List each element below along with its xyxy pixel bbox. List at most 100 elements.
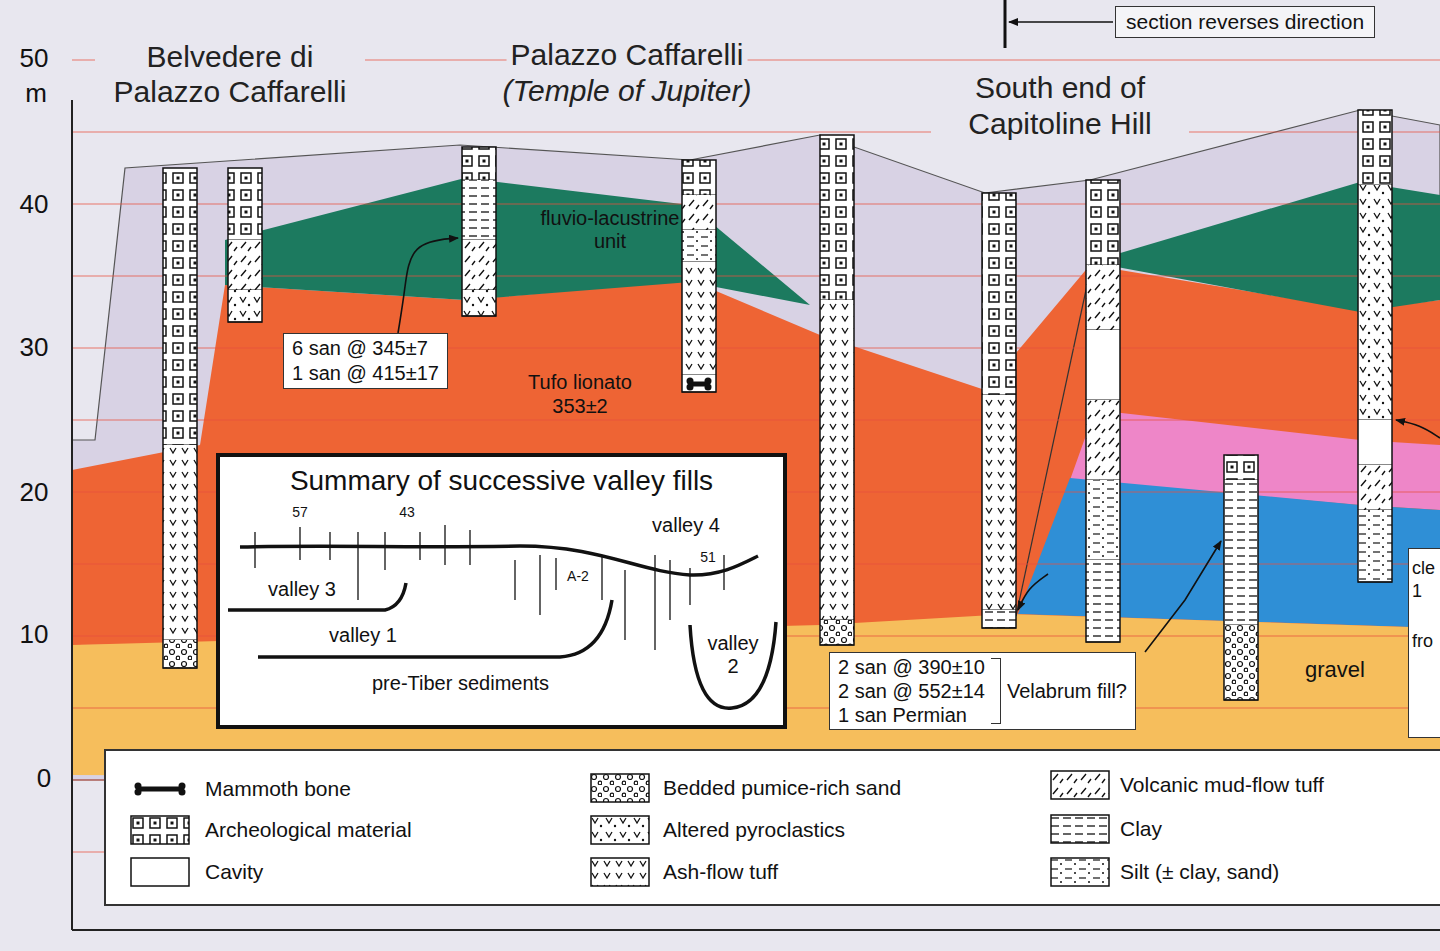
unit-label: gravel bbox=[1305, 657, 1365, 682]
legend-text: Mammoth bone bbox=[205, 777, 351, 801]
grid-line bbox=[72, 203, 1440, 204]
lithology-fill bbox=[982, 395, 1016, 610]
borehole-outline bbox=[982, 193, 1016, 628]
sample-tick bbox=[514, 560, 515, 600]
box-text: 2 san @ 552±14 bbox=[838, 679, 985, 703]
borehole-outline bbox=[462, 147, 496, 316]
strata bbox=[72, 110, 1440, 780]
lithology-fill bbox=[1358, 185, 1392, 420]
section-arrow bbox=[1009, 21, 1113, 23]
circle-part bbox=[179, 783, 186, 790]
rect-part bbox=[591, 816, 649, 844]
borehole-column bbox=[682, 160, 716, 392]
circle-part bbox=[179, 789, 186, 796]
borehole-segment bbox=[462, 290, 496, 316]
sample-tick bbox=[299, 527, 300, 560]
legend-entry: Mammoth bone bbox=[130, 774, 351, 804]
borehole-column bbox=[1224, 455, 1258, 700]
legend-swatch bbox=[1050, 857, 1110, 887]
borehole-segment bbox=[982, 395, 1016, 610]
box-text: cle bbox=[1412, 557, 1439, 580]
mammoth-bone bbox=[135, 783, 186, 796]
borehole-segment bbox=[982, 610, 1016, 628]
borehole-segment bbox=[1358, 465, 1392, 510]
rect-part bbox=[1051, 858, 1109, 886]
unit-label: Tufo lionato bbox=[528, 371, 632, 394]
borehole-segment bbox=[682, 375, 716, 392]
lithology-fill bbox=[1086, 180, 1120, 265]
rect-part bbox=[131, 858, 189, 886]
lithology-fill bbox=[820, 300, 854, 620]
leader-arrow bbox=[1018, 574, 1048, 610]
borehole-segment bbox=[820, 300, 854, 620]
leader-arrow bbox=[398, 238, 458, 333]
legend-entry: Ash-flow tuff bbox=[590, 857, 778, 887]
valley-label: valley 4 bbox=[652, 514, 720, 537]
borehole-segment bbox=[1224, 480, 1258, 625]
site-heading: Palazzo Caffarelli bbox=[507, 38, 748, 73]
sample-tick bbox=[254, 532, 255, 568]
borehole-segment bbox=[163, 640, 197, 668]
legend-text: Altered pyroclastics bbox=[663, 818, 845, 842]
borehole-segment bbox=[462, 180, 496, 240]
valley-label: valley 2 bbox=[702, 632, 764, 678]
borehole-column bbox=[163, 168, 197, 668]
axis-value: 30 bbox=[20, 333, 49, 363]
axis-value: 50 bbox=[20, 44, 49, 74]
lithology-fill bbox=[820, 620, 854, 645]
legend-swatch bbox=[590, 815, 650, 845]
legend-text: Bedded pumice-rich sand bbox=[663, 776, 901, 800]
rect-part bbox=[591, 774, 649, 802]
circle-part bbox=[687, 384, 694, 391]
borehole-column bbox=[1358, 110, 1392, 582]
legend-frame bbox=[105, 750, 1440, 905]
borehole-segment bbox=[820, 135, 854, 300]
sample-number: 57 bbox=[292, 504, 308, 520]
borehole-segment bbox=[462, 240, 496, 290]
sample-tick bbox=[669, 560, 670, 620]
lithology-fill bbox=[982, 193, 1016, 395]
legend-swatch bbox=[590, 773, 650, 803]
box-text: Velabrum fill? bbox=[1007, 679, 1127, 703]
lithology-fill bbox=[1086, 400, 1120, 480]
axis-line bbox=[72, 929, 1440, 931]
box-text: fro bbox=[1412, 630, 1439, 653]
legend-swatch bbox=[590, 857, 650, 887]
rect-part bbox=[1051, 815, 1109, 843]
borehole-outline bbox=[820, 135, 854, 645]
borehole-segment bbox=[1358, 510, 1392, 582]
fault-line bbox=[1016, 262, 1092, 616]
rect-part bbox=[131, 816, 189, 844]
borehole-segment bbox=[1224, 625, 1258, 700]
rect-part bbox=[1051, 815, 1109, 843]
site-heading: South end of Capitoline Hill bbox=[931, 70, 1189, 142]
borehole-outline bbox=[1086, 180, 1120, 642]
rect-part bbox=[1051, 771, 1109, 799]
borehole-segment bbox=[163, 445, 197, 640]
borehole-segment bbox=[820, 620, 854, 645]
borehole-segment bbox=[228, 168, 262, 240]
borehole-segment bbox=[1086, 180, 1120, 265]
borehole-column bbox=[1086, 180, 1120, 642]
legend-entry: Bedded pumice-rich sand bbox=[590, 773, 901, 803]
lithology-fill bbox=[228, 290, 262, 322]
rect-part bbox=[1051, 771, 1109, 799]
box-text: 2 san @ 390±10 bbox=[838, 655, 985, 679]
borehole-segment bbox=[1224, 455, 1258, 480]
legend-text: Volcanic mud-flow tuff bbox=[1120, 773, 1324, 797]
age-label: 353±2 bbox=[552, 395, 607, 418]
borehole-segment bbox=[1358, 110, 1392, 185]
sample-number: A-2 bbox=[567, 568, 589, 584]
grid-line bbox=[72, 347, 1440, 348]
box-text: 1 san @ 415±17 bbox=[292, 361, 439, 386]
leader-arrow bbox=[1396, 420, 1440, 438]
box-text: 1 bbox=[1412, 580, 1439, 603]
rect-part bbox=[591, 774, 649, 802]
legend-text: Silt (± clay, sand) bbox=[1120, 860, 1279, 884]
rect-part bbox=[591, 816, 649, 844]
borehole-segment bbox=[1086, 265, 1120, 330]
rect-part bbox=[591, 774, 649, 802]
borehole-segment bbox=[462, 147, 496, 180]
